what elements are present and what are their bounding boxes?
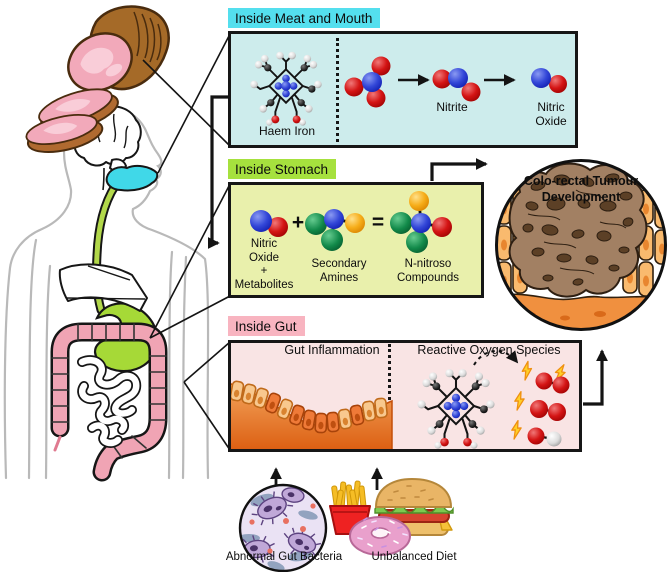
nitric-oxide-label: Nitric Oxide xyxy=(535,100,567,129)
arrow-stomach-to-tumour xyxy=(430,158,488,181)
tumour-title: Colo-rectal Tumour Development xyxy=(523,174,639,205)
stomach-icon xyxy=(93,302,159,373)
ham-slice-icon xyxy=(38,88,119,133)
tab-inside-stomach: Inside Stomach xyxy=(228,159,337,179)
tab-inside-gut: Inside Gut xyxy=(228,316,305,336)
meat-panel-dotted-divider xyxy=(336,38,339,142)
zoom-connector-lines xyxy=(142,33,231,451)
liver-icon xyxy=(58,263,148,312)
gut-inflammation-label: Gut Inflammation xyxy=(284,343,380,357)
abnormal-gut-bacteria-label: Abnormal Gut Bacteria xyxy=(225,551,343,563)
nitric-oxide-metabolites-label: Nitric Oxide + Metabolites xyxy=(234,238,294,291)
donut-icon xyxy=(349,516,411,556)
unbalanced-diet-label: Unbalanced Diet xyxy=(371,551,457,563)
brain-icon xyxy=(71,105,142,191)
gut-panel-dotted-divider xyxy=(388,344,391,448)
mouth-icon xyxy=(105,164,159,192)
equals-sign: = xyxy=(371,211,385,234)
arrow-gut-to-tumour xyxy=(583,349,608,406)
human-body-outline xyxy=(3,102,210,480)
nitrite-label: Nitrite xyxy=(436,100,468,114)
unbalanced-diet-icon xyxy=(329,477,454,556)
plus-sign: + xyxy=(291,211,305,234)
n-nitroso-compounds-label: N-nitroso Compounds xyxy=(396,258,460,284)
burger-icon xyxy=(374,477,454,536)
fries-icon xyxy=(329,480,371,535)
tab-inside-meat-and-mouth: Inside Meat and Mouth xyxy=(228,8,381,28)
oesophagus-icon xyxy=(92,181,120,315)
haem-iron-label: Haem Iron xyxy=(258,124,316,138)
arrow-mouth-to-stomach xyxy=(207,95,229,249)
small-intestine-icon xyxy=(77,355,142,448)
colon-icon xyxy=(50,322,168,482)
ham-roast-icon xyxy=(25,5,170,153)
ham-slice-icon xyxy=(25,113,104,153)
secondary-amines-label: Secondary Amines xyxy=(311,258,367,284)
reactive-oxygen-species-label: Reactive Oxygen Species xyxy=(417,343,561,357)
